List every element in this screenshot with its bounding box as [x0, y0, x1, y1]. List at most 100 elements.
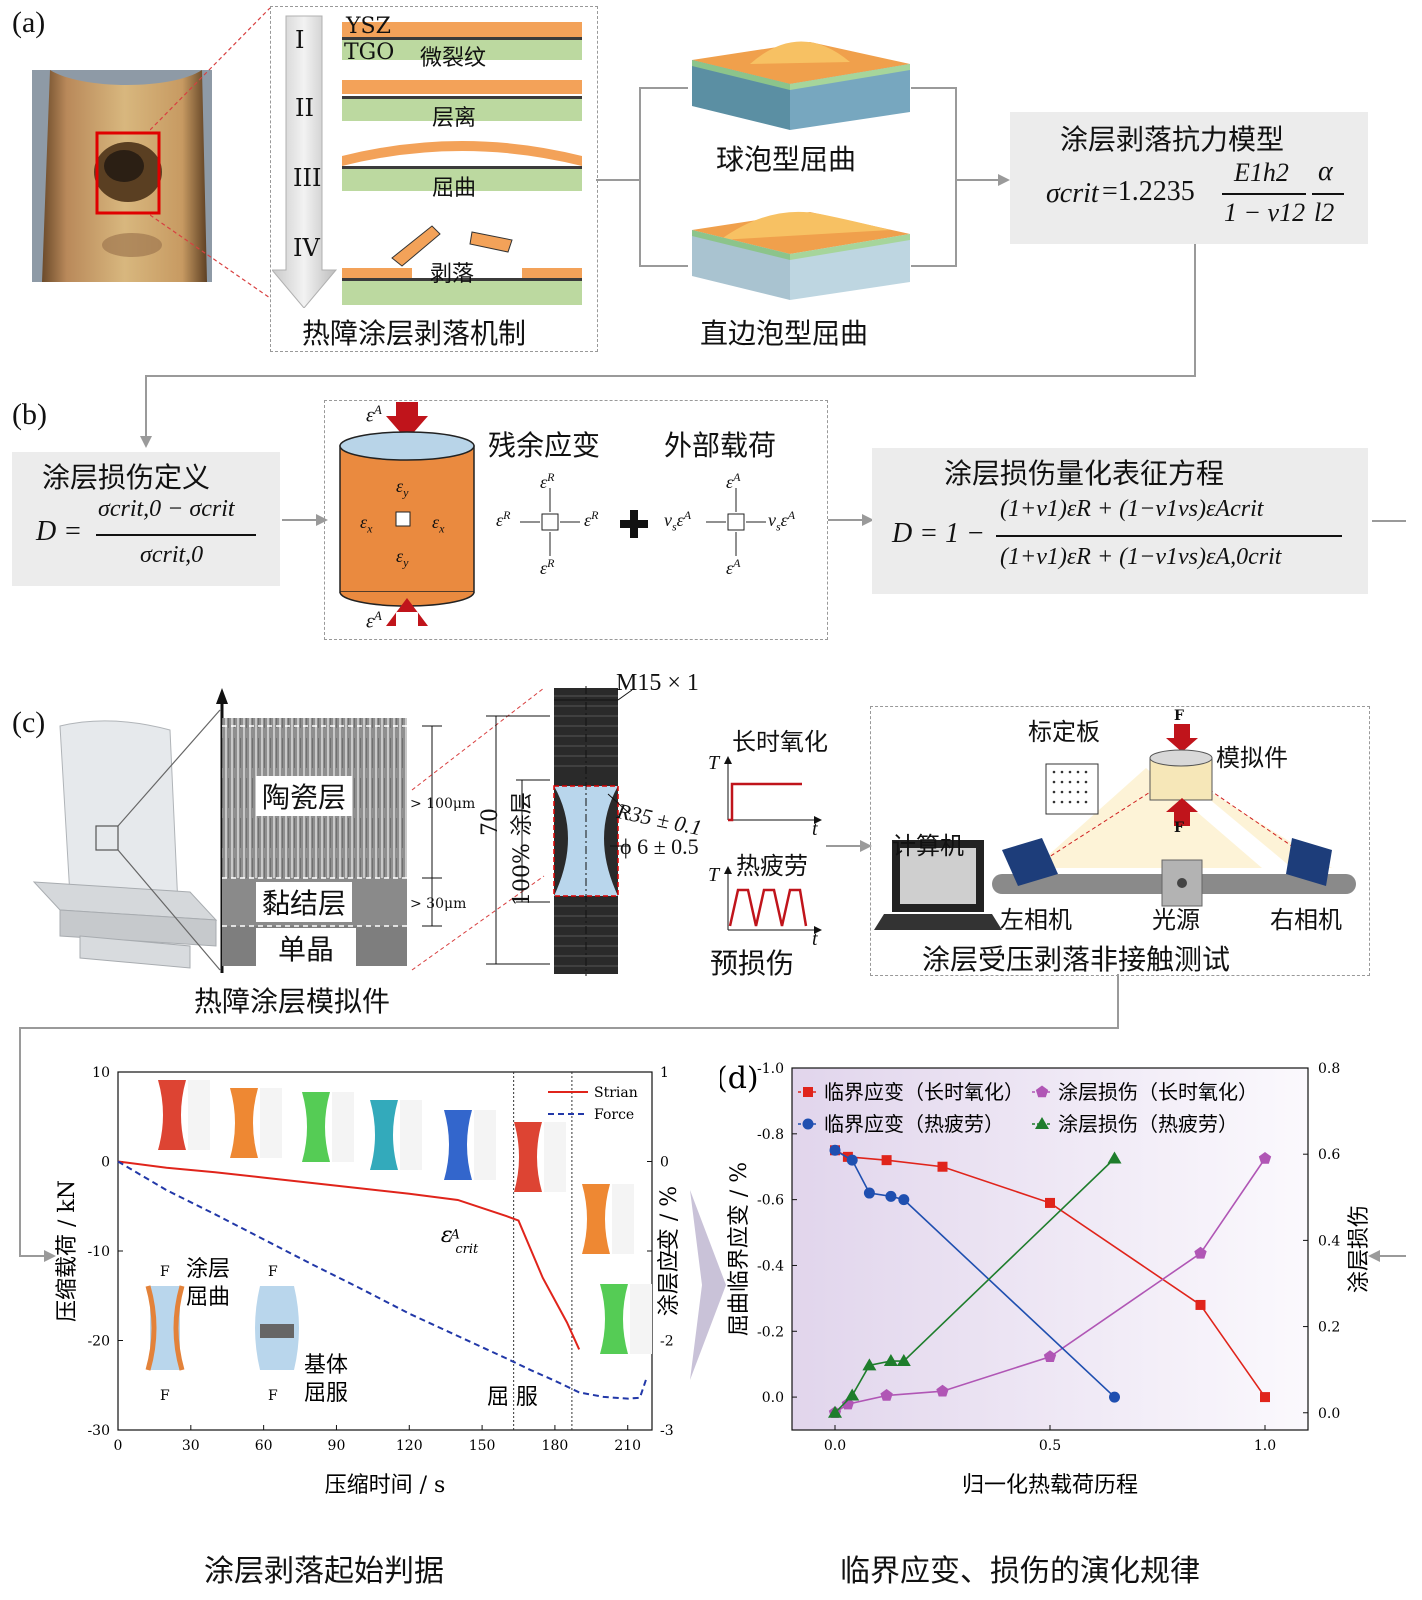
- y2-axis-label: 涂层应变 / %: [657, 1186, 680, 1316]
- res-eps-right: εR: [584, 508, 599, 530]
- label-ysz: YSZ: [346, 14, 391, 39]
- x-axis-label: 压缩时间 / s: [325, 1473, 446, 1498]
- coating-edge: [145, 1285, 157, 1371]
- damage-def-bar: [96, 534, 256, 536]
- F-label: F: [268, 1264, 278, 1280]
- y-axis-label: 压缩载荷 / kN: [55, 1180, 80, 1322]
- y-tick-label: -0.4: [757, 1258, 784, 1274]
- fea-thumbnail: [514, 1122, 566, 1192]
- F-top: F: [1174, 708, 1184, 724]
- fea-shape: [158, 1080, 186, 1150]
- res-eps-left: εR: [496, 508, 511, 530]
- specimen-label: 模拟件: [1216, 744, 1288, 772]
- x-tick-label: 1.0: [1254, 1438, 1276, 1454]
- data-point: [880, 1389, 893, 1401]
- y-tick-label: -0.6: [757, 1193, 784, 1209]
- legend-label: Strian: [594, 1085, 638, 1101]
- eps-y-top: εy: [396, 476, 409, 500]
- legend-label: 临界应变（热疲劳）: [824, 1112, 1004, 1136]
- fea-shape: [370, 1100, 398, 1170]
- left-cam-label: 左相机: [1000, 906, 1072, 934]
- straight-3d: [692, 211, 910, 300]
- series-line-Strian: [117, 1160, 581, 1350]
- left-caption: 涂层剥落起始判据: [204, 1554, 444, 1589]
- legend-marker: [802, 1118, 814, 1130]
- res-eps-top: εR: [540, 470, 555, 492]
- series-line-Force: [117, 1160, 649, 1400]
- residual-label: 残余应变: [488, 429, 601, 462]
- residual-element: [520, 488, 580, 556]
- data-point: [937, 1161, 948, 1172]
- model-title: 涂层剥落抗力模型: [1060, 123, 1285, 156]
- x-tick-label: 210: [614, 1438, 641, 1454]
- model-eq-l2: l2: [1314, 198, 1335, 227]
- thermal-T: T: [708, 864, 720, 886]
- arrow-b2: [828, 514, 874, 526]
- light-label: 光源: [1152, 906, 1200, 934]
- chevron-arrow: [690, 1190, 726, 1380]
- phi6-label: ϕ 6 ± 0.5: [620, 834, 699, 859]
- yield-annotation: 屈 服: [487, 1385, 538, 1410]
- x-tick-label: 0.0: [824, 1438, 846, 1454]
- x-tick-label: 0.5: [1039, 1438, 1061, 1454]
- external-element: [706, 488, 766, 556]
- single-label: 单晶: [256, 928, 357, 968]
- fea-shape: [514, 1122, 542, 1192]
- straight-label: 直边泡型屈曲: [700, 317, 869, 350]
- legend-marker: [803, 1087, 813, 1097]
- sub-yield-label: 基体: [304, 1353, 348, 1378]
- fea-thumbnail: [370, 1100, 422, 1170]
- y-tick-label: -10: [87, 1244, 110, 1260]
- label-buckle: 屈曲: [432, 176, 477, 201]
- label-spall: 剥落: [430, 262, 475, 287]
- model-eq-lhs: σcrit: [1046, 178, 1099, 209]
- data-point: [841, 1397, 855, 1410]
- model-eq-num: E1h2: [1234, 158, 1289, 187]
- damage-def-title: 涂层损伤定义: [42, 461, 211, 494]
- arrow-b1: [282, 514, 328, 526]
- blister-label: 球泡型屈曲: [716, 143, 857, 176]
- x-tick-label: 30: [182, 1438, 200, 1454]
- crit-annotation-sub: crit: [455, 1242, 479, 1257]
- damage-def-box: [12, 452, 280, 586]
- damage-def-den: σcrit,0: [140, 542, 204, 568]
- data-point: [1045, 1197, 1055, 1208]
- plot-frame: [791, 1067, 1309, 1431]
- legend-marker: [1035, 1085, 1049, 1098]
- sub-yield-label: 屈服: [304, 1381, 348, 1406]
- y-tick-label: -0.8: [757, 1127, 784, 1143]
- x-tick-label: 60: [255, 1438, 273, 1454]
- quant-out-line: [1372, 520, 1406, 522]
- connector-c-d: [19, 974, 1406, 1262]
- model-eq-alpha: α: [1318, 156, 1333, 187]
- y-axis-label: 屈曲临界应变 / %: [727, 1162, 752, 1336]
- long-ox-plot: [724, 756, 822, 824]
- len70-label: 70: [478, 808, 503, 836]
- eps-x-left: εx: [360, 512, 373, 536]
- connector-a: [596, 87, 1010, 267]
- data-point: [1258, 1152, 1272, 1164]
- y-tick-label: 0: [101, 1155, 110, 1171]
- test-title: 涂层受压剥落非接触测试: [922, 943, 1231, 976]
- y2-tick-label: 0: [660, 1155, 669, 1171]
- legend-marker: [1035, 1117, 1049, 1129]
- data-point: [881, 1155, 892, 1166]
- fea-shape: [600, 1284, 628, 1354]
- legend-label: 涂层损伤（热疲劳）: [1058, 1112, 1238, 1136]
- eps-A-bottom: εA: [366, 608, 382, 633]
- coat-buckle-label: 屈曲: [186, 1285, 230, 1310]
- coat-buckle-label: 涂层: [186, 1257, 230, 1282]
- fea-colorbar: [400, 1100, 422, 1170]
- fea-thumbnail: [582, 1184, 634, 1254]
- y-tick-label: -1.0: [757, 1061, 784, 1077]
- mechanism-title: 热障涂层剥落机制: [302, 317, 527, 350]
- y-tick-label: 10: [92, 1065, 110, 1081]
- y2-tick-label: 0.6: [1318, 1147, 1340, 1163]
- mechanism-stages: [272, 15, 582, 308]
- data-point: [1107, 1151, 1122, 1164]
- blister-3d: [692, 41, 910, 130]
- crit-annotation: ε: [441, 1223, 453, 1248]
- thick2-label: > 30μm: [410, 896, 467, 912]
- fea-thumbnail: [444, 1110, 496, 1180]
